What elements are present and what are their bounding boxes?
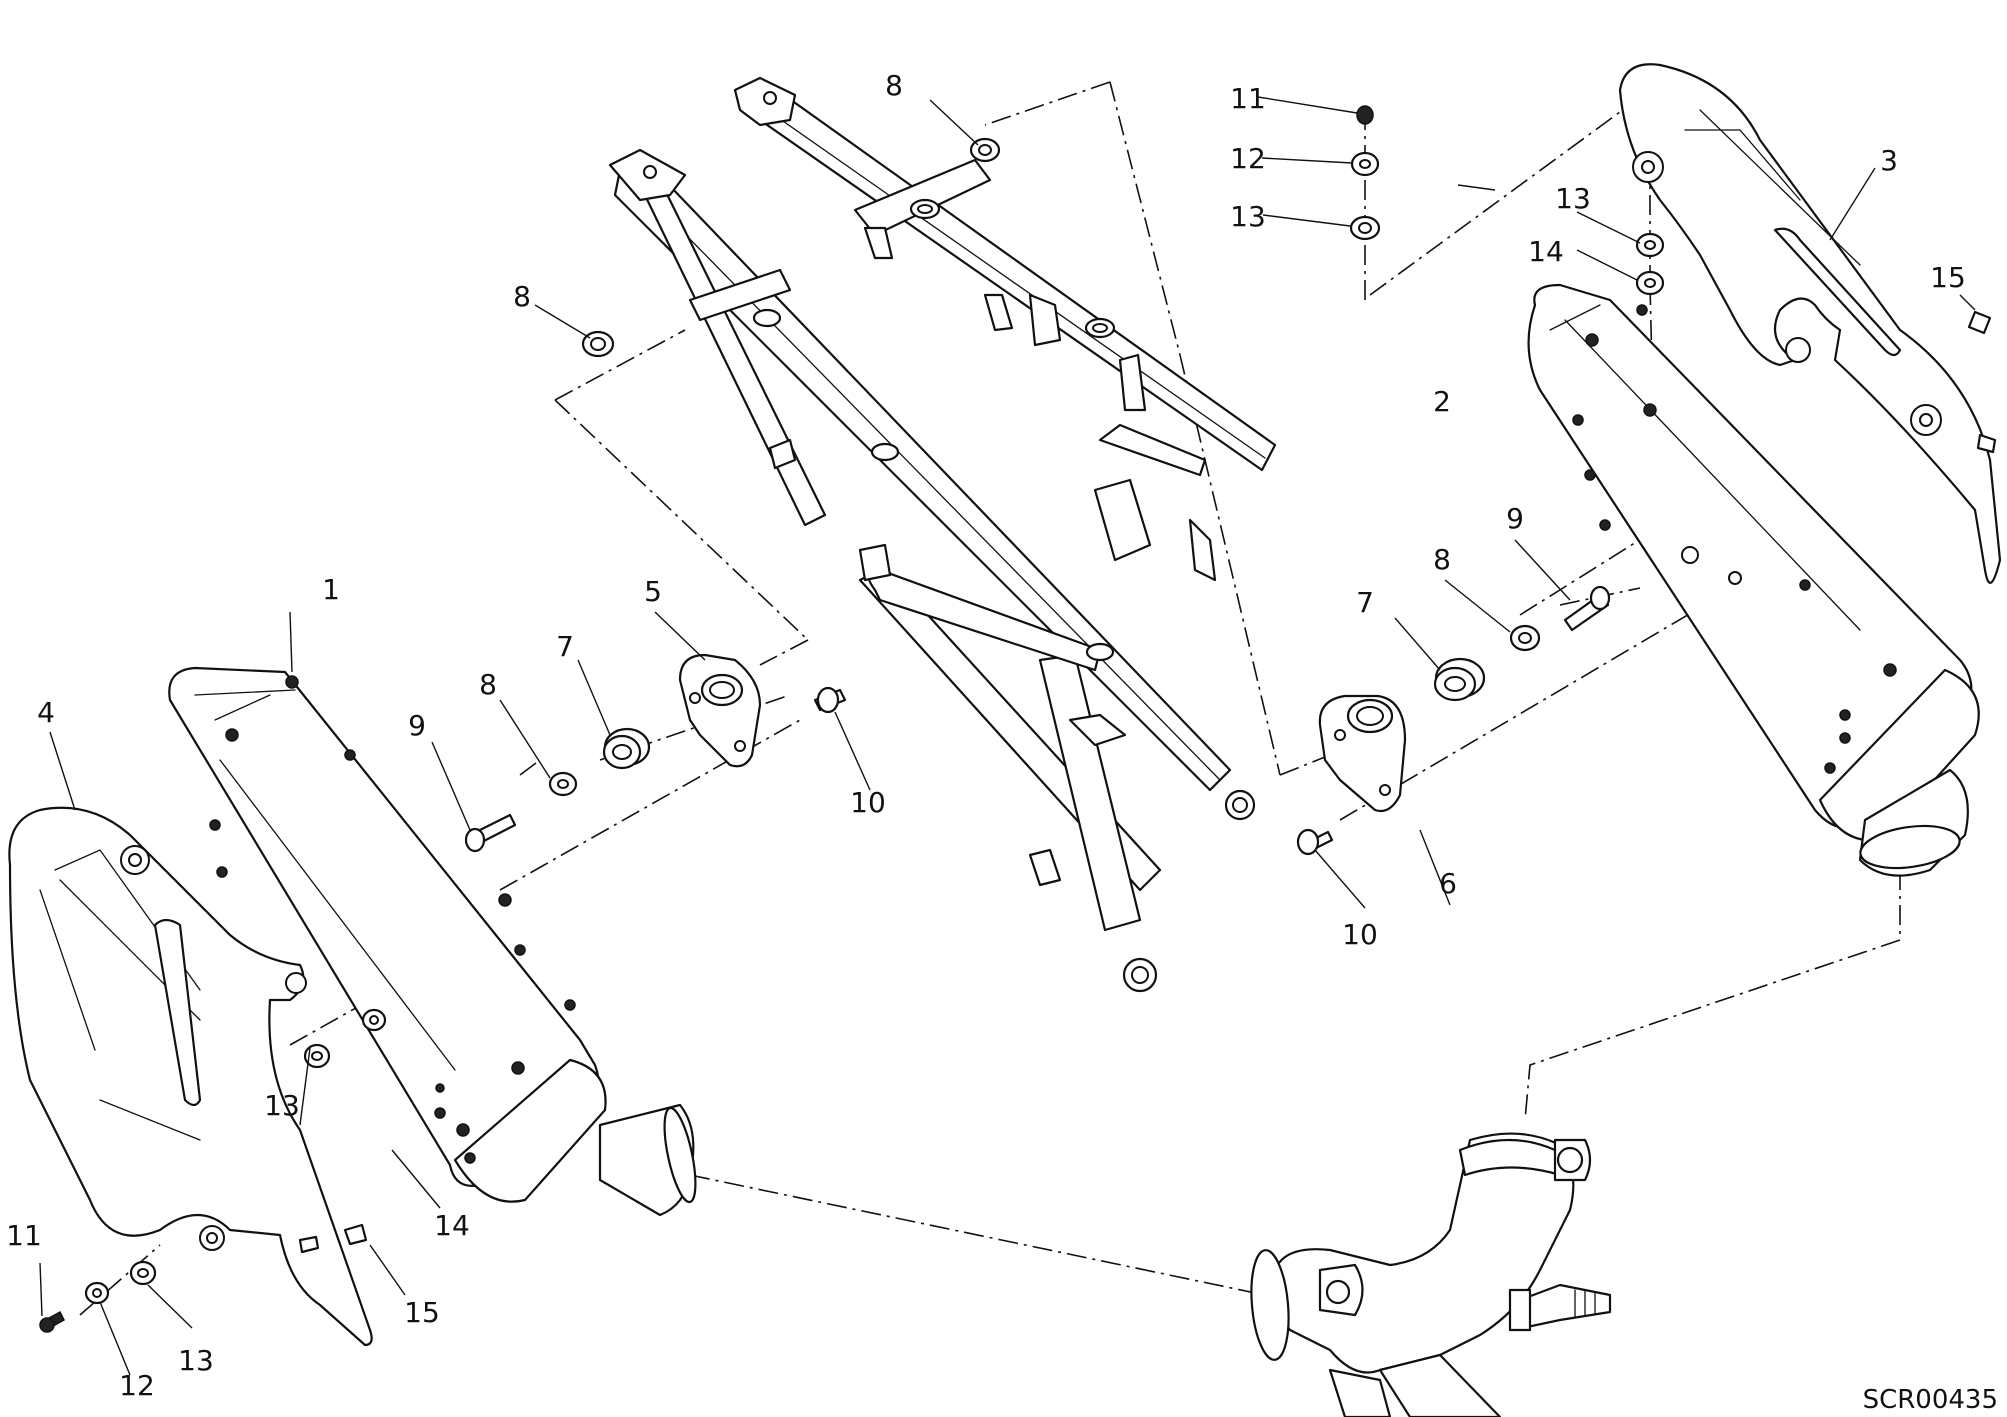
- callout-12: 12: [119, 1369, 155, 1402]
- callout-8: 8: [885, 69, 903, 102]
- callout-9: 9: [408, 709, 426, 742]
- callout-15: 15: [404, 1296, 440, 1329]
- rear-subframe: [608, 76, 1277, 993]
- callout-8: 8: [479, 668, 497, 701]
- callout-10: 10: [850, 786, 886, 819]
- callout-5: 5: [644, 575, 662, 608]
- callout-14: 14: [1528, 235, 1564, 268]
- callout-10: 10: [1342, 918, 1378, 951]
- callout-13: 13: [1555, 182, 1591, 215]
- callout-6: 6: [1439, 867, 1457, 900]
- callout-2: 2: [1433, 385, 1451, 418]
- exhaust-collector: [1250, 1132, 1612, 1417]
- callout-13: 13: [178, 1344, 214, 1377]
- callout-13: 13: [1230, 200, 1266, 233]
- callout-leaders: [39, 96, 1976, 1376]
- callout-7: 7: [556, 630, 574, 663]
- callout-8: 8: [513, 280, 531, 313]
- callout-12: 12: [1230, 142, 1266, 175]
- callout-4: 4: [37, 696, 55, 729]
- callout-7: 7: [1356, 586, 1374, 619]
- left-mount-hardware: [39, 137, 1001, 1333]
- callout-8: 8: [1433, 543, 1451, 576]
- right-silencer: [1527, 283, 1980, 877]
- callout-13: 13: [264, 1089, 300, 1122]
- right-mount-hardware: [1296, 105, 1665, 856]
- left-silencer: [168, 666, 697, 1217]
- callout-11: 11: [6, 1219, 42, 1252]
- callout-15: 15: [1930, 261, 1966, 294]
- callout-14: 14: [434, 1209, 470, 1242]
- drawing-code: SCR00435: [1863, 1385, 1998, 1415]
- left-heat-shield: [8, 806, 373, 1347]
- callout-labels: 1 2 3 4 5 6 7 7 8 8 8 8 9 9 10 10 11 12 …: [6, 69, 1966, 1402]
- right-heat-shield: [1618, 63, 2002, 584]
- callout-1: 1: [322, 573, 340, 606]
- callout-3: 3: [1880, 144, 1898, 177]
- callout-9: 9: [1506, 502, 1524, 535]
- callout-11: 11: [1230, 82, 1266, 115]
